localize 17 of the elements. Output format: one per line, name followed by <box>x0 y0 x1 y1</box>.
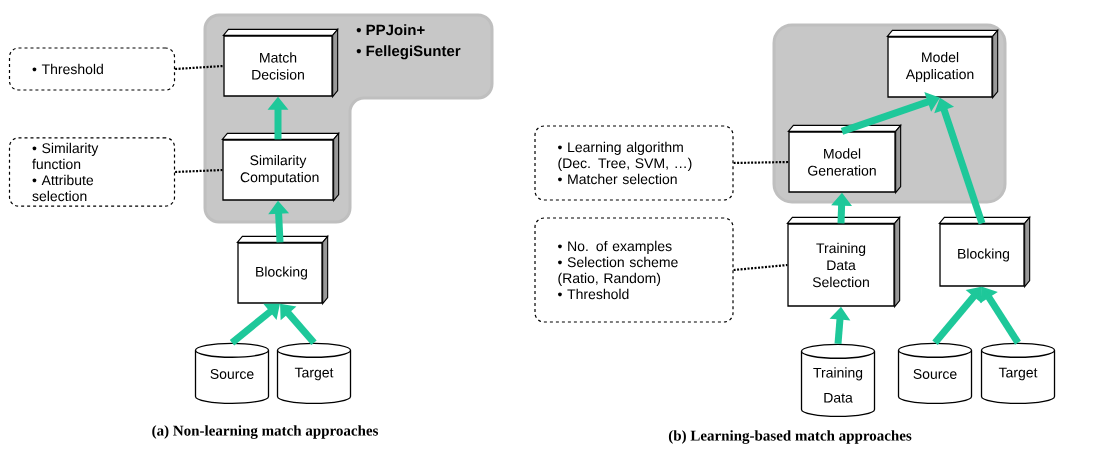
note-box: • Threshold <box>8 47 176 91</box>
database-cylinder: Target <box>276 342 352 405</box>
note-box: • Learning algorithm (Dec. Tree, SVM, …) • Matcher selection <box>534 125 734 201</box>
figure-caption: (b) Learning-based match approaches <box>668 430 912 444</box>
database-cylinder: Source <box>194 342 270 405</box>
database-cylinder: Source <box>897 342 973 405</box>
database-cylinder: Target <box>980 342 1056 405</box>
note-box: • Similarity function • Attribute selection <box>8 137 176 207</box>
database-cylinder: Training Data <box>800 343 876 418</box>
figure-caption: (a) Non-learning match approaches <box>152 425 379 439</box>
arrow <box>229 303 280 346</box>
dotted-connector <box>175 64 224 71</box>
dotted-connector <box>175 168 223 174</box>
dotted-connector <box>733 263 788 272</box>
dotted-connector <box>733 160 789 165</box>
arrow <box>840 92 940 135</box>
note-box: • No. of examples • Selection scheme (Ratio, Random) • Threshold <box>534 217 734 323</box>
